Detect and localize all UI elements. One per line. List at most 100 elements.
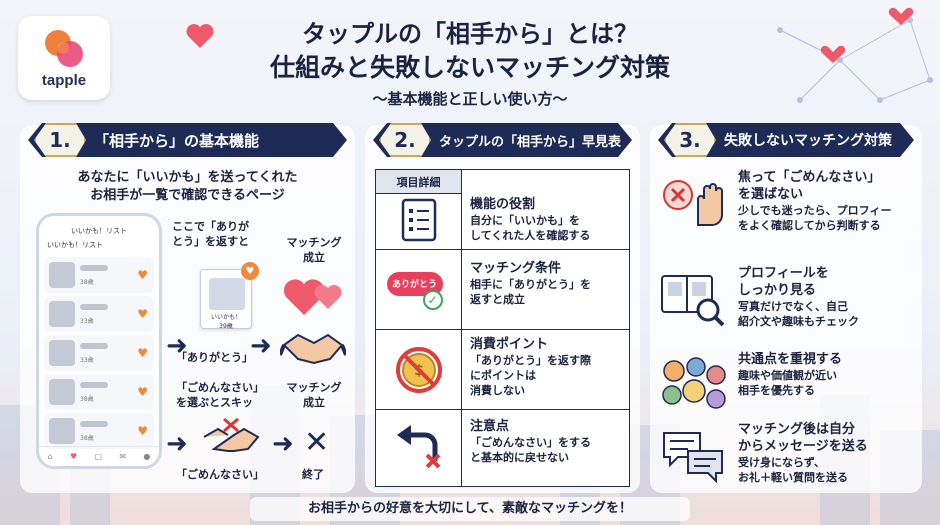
logo-text: tapple xyxy=(41,72,87,89)
arrow-right-icon: ➜ xyxy=(166,331,188,361)
decor-network-graphic xyxy=(777,7,933,103)
row-body-line2: してくれた人を確認する xyxy=(470,229,591,242)
row-heading: マッチング条件 xyxy=(470,261,562,276)
list-item[interactable]: 38歳 ♥ xyxy=(44,374,154,410)
thanks-label: 「ありがとう」 xyxy=(176,351,253,364)
row-content: 注意点 「ごめんなさい」をする と基本的に戻せない xyxy=(470,418,623,465)
table-row: 注意点 「ごめんなさい」をする と基本的に戻せない xyxy=(376,410,629,486)
tip-body-line1: 少しでも迷ったら、プロフィー xyxy=(738,204,892,217)
tip-item: 焦って「ごめんなさい」 を選ばない 少しでも迷ったら、プロフィー をよく確認して… xyxy=(650,169,922,249)
checklist-icon xyxy=(376,170,462,249)
sorry-caption-line1: 「ごめんなさい」 xyxy=(176,381,264,394)
panel-quick-reference: 2. タップルの「相手から」早見表 機能の役割 自分に「いいかも」を してくれた… xyxy=(365,125,640,493)
avatar xyxy=(49,262,75,288)
profile-card-mini: いいかも！39歳 ♥ xyxy=(200,262,259,330)
blurred-name xyxy=(80,421,108,427)
home-icon[interactable]: ⌂ xyxy=(47,452,53,461)
blurred-name xyxy=(80,382,108,388)
row-body-line2: と基本的に戻せない xyxy=(470,451,569,464)
tip-text: 共通点を重視する 趣味や価値観が近い 相手を優先する xyxy=(738,351,918,398)
panel1-intro: あなたに「いいかも」を送ってくれた お相手が一覧で確認できるページ xyxy=(20,169,355,205)
sorry-caption: 「ごめんなさい」 を選ぶとスキッ xyxy=(176,380,264,410)
decor-heart-left xyxy=(186,24,214,48)
arrow-right-icon: ➜ xyxy=(272,429,294,459)
row-body-line3: 消費しない xyxy=(470,384,525,397)
row-content: 機能の役割 自分に「いいかも」を してくれた人を確認する xyxy=(470,196,623,243)
hobbies-icon xyxy=(660,355,726,415)
panel3-label: 失敗しないマッチング対策 xyxy=(724,133,892,149)
table-row: $ 消費ポイント 「ありがとう」を返す際 にポイントは 消費しない xyxy=(376,330,629,410)
heart-icon[interactable]: ♥ xyxy=(137,424,148,438)
row-body-line2: にポイントは xyxy=(470,369,536,382)
panel1-intro-line1: あなたに「いいかも」を送ってくれた xyxy=(77,170,298,185)
page-title-line2: 仕組みと失敗しないマッチング対策 xyxy=(269,53,670,82)
heart-tab-icon[interactable]: ♥ xyxy=(70,452,78,461)
match1-line1: マッチング xyxy=(286,236,342,249)
tip-text: プロフィールを しっかり見る 写真だけでなく、自己 紹介文や趣味もチェック xyxy=(738,265,918,329)
tip-item: プロフィールを しっかり見る 写真だけでなく、自己 紹介文や趣味もチェック xyxy=(650,265,922,345)
tip-body-line2: をよく確認してから判断する xyxy=(738,219,881,232)
table-row: 機能の役割 自分に「いいかも」を してくれた人を確認する xyxy=(376,170,629,250)
panel-basic-function: 1. 「相手から」の基本機能 あなたに「いいかも」を送ってくれた お相手が一覧で… xyxy=(20,125,355,493)
list-item-age: 38歳 xyxy=(80,435,94,442)
broken-handshake-icon xyxy=(203,417,260,452)
list-item-age: 38歳 xyxy=(80,396,94,403)
match-result-1: マッチング 成立 xyxy=(282,235,346,265)
tip-heading-line1: マッチング後は自分 xyxy=(738,422,856,437)
panel-matching-tips: 3. 失敗しないマッチング対策 焦って「ごめんなさい」 を選ばない 少しでも迷っ… xyxy=(650,125,922,493)
thanks-caption-line1: ここで「ありが xyxy=(172,220,249,233)
heart-badge-icon: ♥ xyxy=(241,262,259,280)
heart-icon[interactable]: ♥ xyxy=(137,268,148,282)
heart-icon[interactable]: ♥ xyxy=(137,307,148,321)
list-item[interactable]: 38歳 ♥ xyxy=(44,413,154,449)
list-item-age: 38歳 xyxy=(80,279,94,286)
phone-mockup: いいかも！リスト いいかも！リスト 38歳♥ 33歳♥ 33歳♥ 38歳♥ 38… xyxy=(36,213,162,469)
profile-icon[interactable]: ● xyxy=(143,452,151,461)
tip-heading-line1: 共通点を重視する xyxy=(738,352,843,367)
match1-line2: 成立 xyxy=(303,251,325,264)
page-subtitle: 〜基本機能と正しい使い方〜 xyxy=(372,90,568,108)
panel3-number: 3. xyxy=(664,123,716,157)
no-coin-icon: $ xyxy=(376,330,462,409)
two-hearts-icon xyxy=(283,279,342,315)
table-header: 項目詳細 xyxy=(376,170,462,194)
list-item[interactable]: 33歳 ♥ xyxy=(44,335,154,371)
list-item[interactable]: 38歳 ♥ xyxy=(44,257,154,293)
tip-body-line1: 写真だけでなく、自己 xyxy=(738,300,848,313)
heart-icon[interactable]: ♥ xyxy=(137,346,148,360)
row-body-line1: 「ありがとう」を返す際 xyxy=(470,354,591,367)
row-heading: 機能の役割 xyxy=(470,197,536,212)
panel1-intro-line2: お相手が一覧で確認できるページ xyxy=(90,188,285,203)
tip-text: 焦って「ごめんなさい」 を選ばない 少しでも迷ったら、プロフィー をよく確認して… xyxy=(738,169,918,233)
tip-item: 共通点を重視する 趣味や価値観が近い 相手を優先する xyxy=(650,351,922,431)
avatar xyxy=(49,379,75,405)
list-item-age: 33歳 xyxy=(80,318,94,325)
avatar xyxy=(49,418,75,444)
row-body-line1: 「ごめんなさい」をする xyxy=(470,436,591,449)
sorry-label: 「ごめんなさい」 xyxy=(176,468,264,481)
list-item-age: 33歳 xyxy=(80,357,94,364)
panel1-label: 「相手から」の基本機能 xyxy=(94,131,260,150)
blurred-name xyxy=(80,265,108,271)
row-body-line1: 自分に「いいかも」を xyxy=(470,214,580,227)
chat-bubbles-icon xyxy=(660,425,726,485)
message-icon[interactable]: ✉ xyxy=(119,452,127,461)
list-item[interactable]: 33歳 ♥ xyxy=(44,296,154,332)
thanks-bubble-icon: ありがとう ✓ xyxy=(376,250,462,329)
phone-title: いいかも！リスト xyxy=(71,227,127,235)
profile-magnifier-icon xyxy=(660,269,726,329)
sorry-caption-line2: を選ぶとスキッ xyxy=(176,396,253,409)
row-content: マッチング条件 相手に「ありがとう」を 返すと成立 xyxy=(470,260,623,307)
tip-body-line1: 受け身にならず、 xyxy=(738,456,826,469)
panel3-header: 3. 失敗しないマッチング対策 xyxy=(658,123,914,157)
chat-icon[interactable]: ▢ xyxy=(94,452,103,461)
heart-icon[interactable]: ♥ xyxy=(137,385,148,399)
blurred-name xyxy=(80,343,108,349)
tip-heading-line2: を選ばない xyxy=(738,187,804,202)
thanks-caption-line2: とう」を返すと xyxy=(172,235,249,248)
arrow-right-icon: ➜ xyxy=(166,429,188,459)
match2-line2: 成立 xyxy=(303,396,325,409)
row-heading: 消費ポイント xyxy=(470,337,549,352)
avatar xyxy=(49,340,75,366)
tip-body-line2: 紹介文や趣味もチェック xyxy=(738,315,859,328)
